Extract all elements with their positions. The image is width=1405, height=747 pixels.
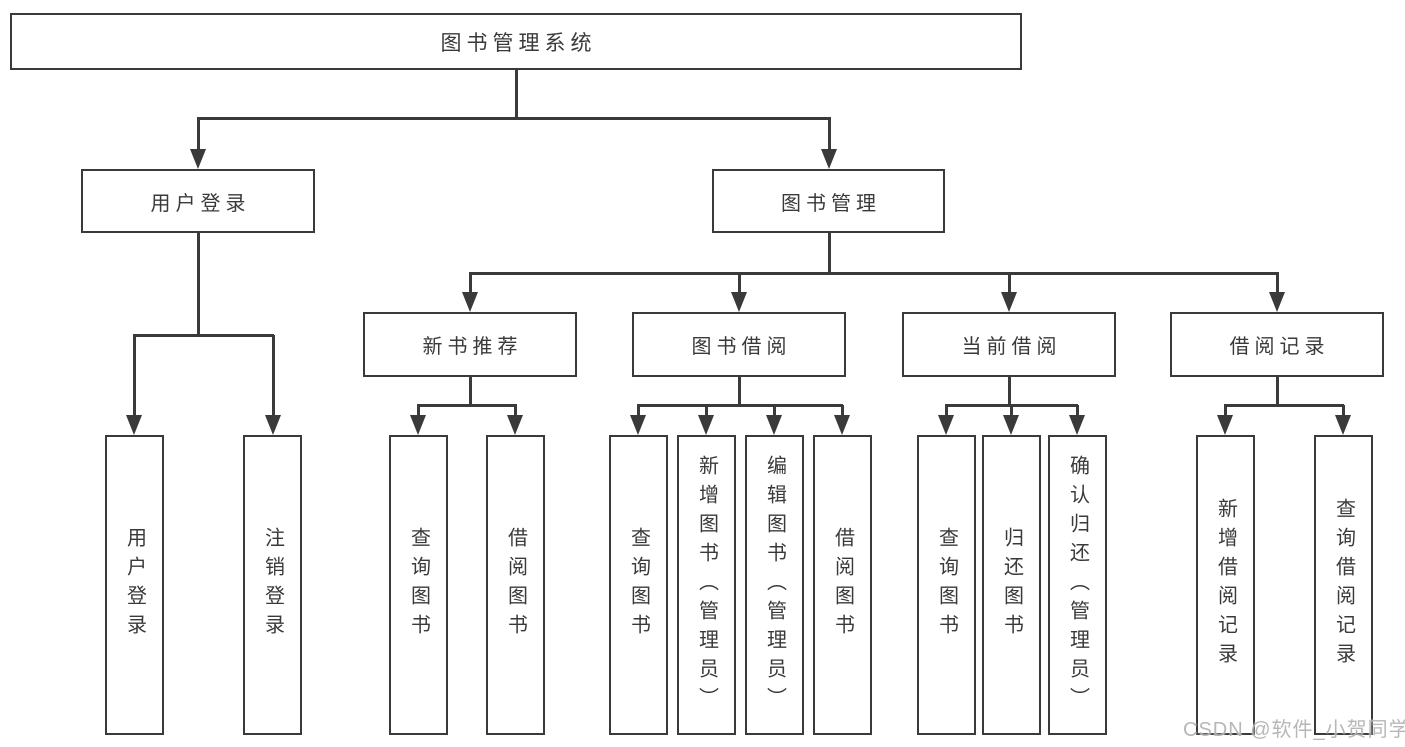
connector-level2-bar bbox=[197, 117, 831, 120]
node-user-login: 用户登录 bbox=[81, 169, 315, 233]
node-label: 当前借阅 bbox=[961, 336, 1062, 358]
leaf-label: 注销登录 bbox=[261, 527, 284, 643]
leaf-borrow-books-2: 借阅图书 bbox=[813, 435, 872, 735]
connector-line bbox=[1342, 405, 1345, 418]
connector-line bbox=[828, 233, 831, 274]
node-label: 借阅记录 bbox=[1229, 336, 1330, 358]
node-root-system: 图书管理系统 bbox=[10, 13, 1022, 70]
arrow-down-icon bbox=[766, 415, 782, 435]
node-label: 图书管理系统 bbox=[440, 31, 597, 55]
leaf-label: 查询图书 bbox=[935, 527, 958, 643]
connector-line bbox=[945, 405, 948, 418]
connector-line bbox=[773, 405, 776, 418]
leaf-label: 用户登录 bbox=[123, 527, 146, 643]
leaf-query-borrow-record: 查询借阅记录 bbox=[1314, 435, 1373, 735]
connector-level3-bar bbox=[469, 272, 1279, 275]
connector-line bbox=[1008, 273, 1011, 294]
connector-line bbox=[738, 273, 741, 294]
arrow-down-icon bbox=[1217, 415, 1233, 435]
leaf-edit-book-admin: 编辑图书（管理员） bbox=[745, 435, 804, 735]
connector-bar bbox=[417, 404, 517, 407]
leaf-label: 新增图书（管理员） bbox=[695, 454, 718, 716]
node-label: 新书推荐 bbox=[422, 336, 523, 358]
leaf-label: 借阅图书 bbox=[504, 527, 527, 643]
leaf-query-books: 查询图书 bbox=[389, 435, 448, 735]
leaf-user-login: 用户登录 bbox=[105, 435, 164, 735]
connector-line bbox=[1276, 273, 1279, 294]
arrow-down-icon bbox=[1001, 292, 1017, 312]
arrow-down-icon bbox=[1069, 415, 1085, 435]
leaf-borrow-books: 借阅图书 bbox=[486, 435, 545, 735]
leaf-label: 借阅图书 bbox=[831, 527, 854, 643]
leaf-logout-login: 注销登录 bbox=[243, 435, 302, 735]
arrow-down-icon bbox=[698, 415, 714, 435]
node-label: 用户登录 bbox=[150, 192, 251, 215]
connector-line bbox=[705, 405, 708, 418]
leaf-add-borrow-record: 新增借阅记录 bbox=[1196, 435, 1255, 735]
node-book-borrowing: 图书借阅 bbox=[632, 312, 846, 377]
connector-line bbox=[1276, 377, 1279, 406]
arrow-down-icon bbox=[938, 415, 954, 435]
node-borrow-records: 借阅记录 bbox=[1170, 312, 1384, 377]
arrow-down-icon bbox=[462, 292, 478, 312]
arrow-down-icon bbox=[1269, 292, 1285, 312]
connector-line bbox=[417, 405, 420, 418]
connector-line bbox=[1224, 405, 1227, 418]
connector-bar bbox=[637, 404, 843, 407]
arrow-down-icon bbox=[265, 415, 281, 435]
connector-bar bbox=[133, 334, 274, 337]
connector-line bbox=[469, 377, 472, 406]
leaf-add-book-admin: 新增图书（管理员） bbox=[677, 435, 736, 735]
connector-line bbox=[1010, 405, 1013, 418]
leaf-label: 查询图书 bbox=[627, 527, 650, 643]
arrow-down-icon bbox=[1003, 415, 1019, 435]
arrow-down-icon bbox=[507, 415, 523, 435]
connector-line bbox=[272, 335, 275, 416]
leaf-confirm-return-admin: 确认归还（管理员） bbox=[1048, 435, 1107, 735]
leaf-label: 查询图书 bbox=[407, 527, 430, 643]
leaf-query-books-2: 查询图书 bbox=[609, 435, 668, 735]
leaf-query-books-3: 查询图书 bbox=[917, 435, 976, 735]
leaf-return-book: 归还图书 bbox=[982, 435, 1041, 735]
node-label: 图书借阅 bbox=[691, 336, 792, 358]
arrow-down-icon bbox=[190, 149, 206, 169]
leaf-label: 归还图书 bbox=[1000, 527, 1023, 643]
arrow-down-icon bbox=[1335, 415, 1351, 435]
connector-line bbox=[197, 233, 200, 336]
leaf-label: 查询借阅记录 bbox=[1332, 498, 1355, 672]
leaf-label: 编辑图书（管理员） bbox=[763, 454, 786, 716]
node-book-management: 图书管理 bbox=[712, 169, 945, 233]
arrow-down-icon bbox=[834, 415, 850, 435]
connector-line bbox=[514, 405, 517, 418]
connector-line bbox=[1008, 377, 1011, 406]
connector-line bbox=[133, 335, 136, 416]
connector-line bbox=[197, 118, 200, 150]
node-new-book-recommend: 新书推荐 bbox=[363, 312, 577, 377]
arrow-down-icon bbox=[821, 149, 837, 169]
arrow-down-icon bbox=[731, 292, 747, 312]
leaf-label: 新增借阅记录 bbox=[1214, 498, 1237, 672]
connector-bar bbox=[1224, 404, 1344, 407]
arrow-down-icon bbox=[410, 415, 426, 435]
node-current-borrowing: 当前借阅 bbox=[902, 312, 1116, 377]
connector-line bbox=[738, 377, 741, 406]
leaf-label: 确认归还（管理员） bbox=[1066, 454, 1089, 716]
arrow-down-icon bbox=[630, 415, 646, 435]
connector-line bbox=[1076, 405, 1079, 418]
connector-line bbox=[469, 273, 472, 294]
connector-line bbox=[637, 405, 640, 418]
connector-line bbox=[841, 405, 844, 418]
arrow-down-icon bbox=[126, 415, 142, 435]
connector-root-stem bbox=[515, 70, 518, 118]
connector-line bbox=[828, 118, 831, 150]
csdn-watermark: CSDN @软件_小贺同学 bbox=[1183, 719, 1405, 741]
node-label: 图书管理 bbox=[781, 192, 881, 215]
